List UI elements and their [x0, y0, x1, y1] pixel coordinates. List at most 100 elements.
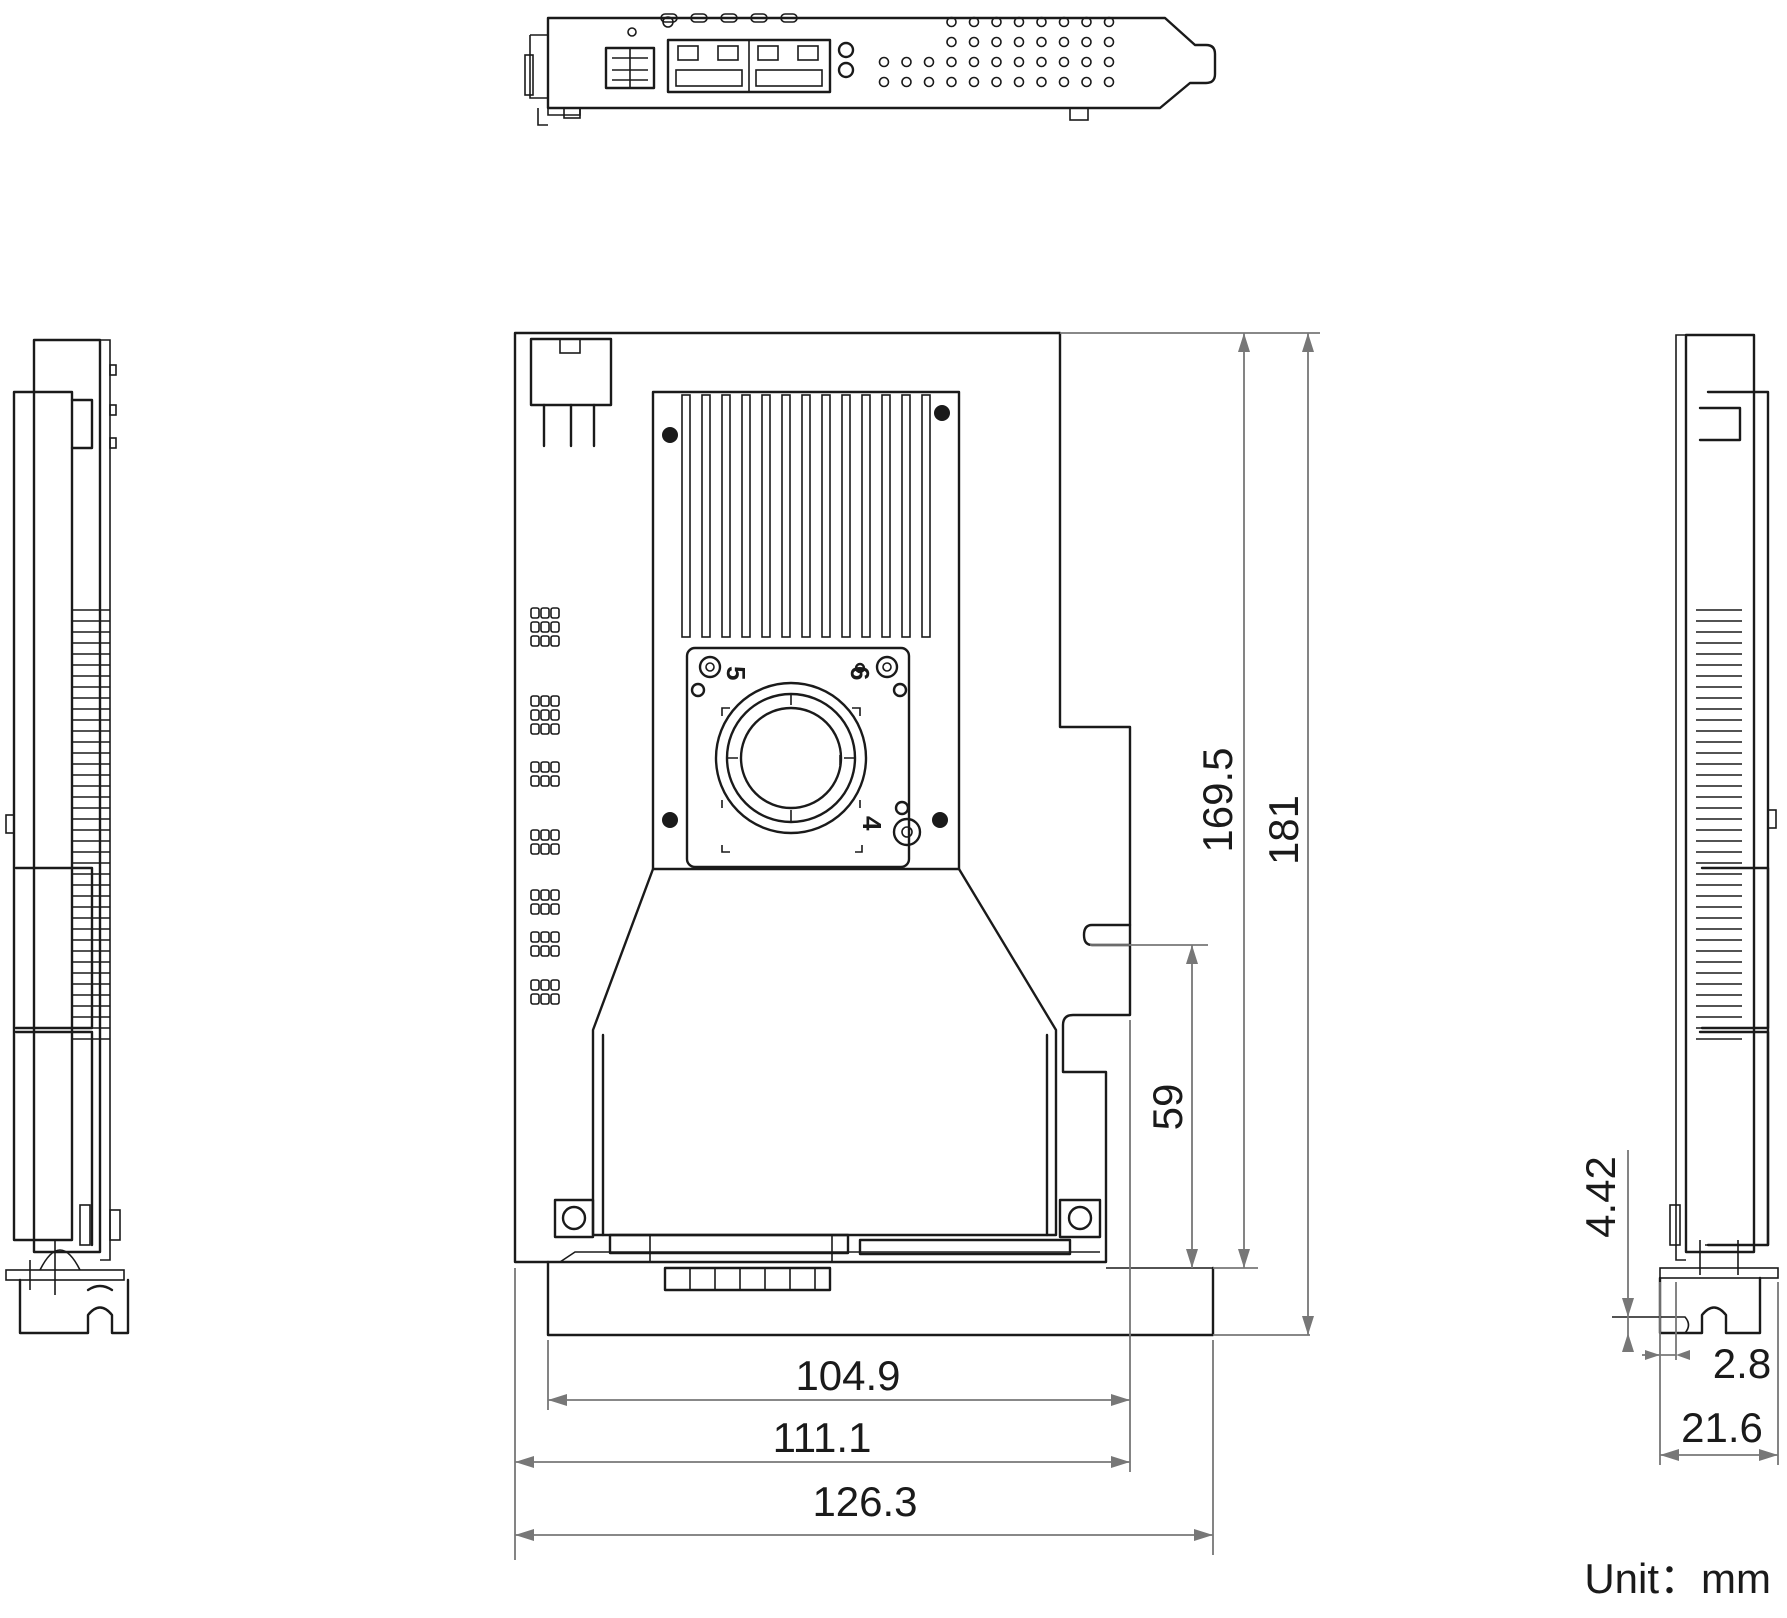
header-pin	[530, 903, 540, 915]
header-pin	[550, 761, 560, 773]
vent-hole	[1036, 56, 1047, 68]
header-pin	[550, 931, 560, 943]
header-pin	[540, 945, 550, 957]
fin	[921, 394, 931, 638]
header-pin	[540, 635, 550, 647]
header-pin	[530, 993, 540, 1005]
vent-hole	[878, 56, 890, 68]
header-pin	[540, 993, 550, 1005]
dimension-lines	[514, 332, 1779, 1560]
vent-hole	[968, 16, 980, 28]
header-pin	[530, 829, 540, 841]
left-pin-rows	[72, 609, 110, 1040]
header-pin	[550, 903, 560, 915]
pin-headers	[530, 607, 560, 1005]
vent-hole	[1103, 36, 1115, 48]
heatsink-fins	[681, 394, 931, 638]
header-pin	[540, 903, 550, 915]
right-side-view	[1612, 333, 1779, 1335]
fin	[721, 394, 731, 638]
vent-hole	[991, 76, 1002, 88]
header-pin	[550, 945, 560, 957]
header-pin	[550, 635, 560, 647]
header-pin	[540, 621, 550, 633]
fin	[881, 394, 891, 638]
header-pin	[550, 695, 560, 707]
vent-hole	[946, 76, 957, 88]
vent-hole	[1058, 16, 1070, 28]
header-pin	[540, 979, 550, 991]
dim-21-6: 21.6	[1681, 1404, 1763, 1451]
fin	[901, 394, 911, 638]
dim-126-3: 126.3	[812, 1478, 917, 1525]
vent-hole	[1081, 76, 1092, 88]
fin	[861, 394, 871, 638]
header-pin	[550, 621, 560, 633]
dim-111-1: 111.1	[773, 1414, 872, 1461]
fin	[681, 394, 691, 638]
vent-hole	[1058, 36, 1070, 48]
vent-hole	[1036, 16, 1047, 28]
vent-hole	[1036, 36, 1047, 48]
dim-2-8: 2.8	[1713, 1340, 1771, 1387]
header-pin	[530, 761, 540, 773]
header-pin	[530, 709, 540, 721]
fin	[761, 394, 771, 638]
vent-hole	[991, 16, 1002, 28]
header-pin	[540, 829, 550, 841]
vent-hole	[1013, 16, 1025, 28]
header-pin	[540, 723, 550, 735]
vent-hole	[1103, 56, 1115, 68]
header-pin	[540, 761, 550, 773]
vent-hole	[968, 56, 980, 68]
vent-hole	[1058, 56, 1070, 68]
top-view	[524, 13, 1217, 126]
dim-169-5: 169.5	[1194, 747, 1241, 852]
header-pin	[530, 607, 540, 619]
fin	[821, 394, 831, 638]
dim-181: 181	[1260, 795, 1307, 865]
header-pin	[530, 775, 540, 787]
header-pin	[550, 709, 560, 721]
vent-slot	[660, 13, 678, 23]
header-pin	[530, 621, 540, 633]
vent-hole	[1081, 56, 1092, 68]
vent-hole	[946, 36, 957, 48]
front-view: 5 6 4	[513, 331, 1215, 1337]
header-pin	[550, 607, 560, 619]
left-side-view	[5, 338, 130, 1335]
vent-hole	[1013, 76, 1025, 88]
header-pin	[540, 695, 550, 707]
header-pin	[530, 843, 540, 855]
dim-104-9: 104.9	[795, 1352, 900, 1399]
vent-hole	[1081, 16, 1092, 28]
header-pin	[550, 723, 560, 735]
vent-slot	[720, 13, 738, 23]
header-pin	[530, 889, 540, 901]
fin	[781, 394, 791, 638]
header-pin	[540, 843, 550, 855]
header-pin	[550, 775, 560, 787]
fin	[701, 394, 711, 638]
vent-holes	[660, 13, 1115, 88]
vent-hole	[1103, 76, 1115, 88]
vent-hole	[991, 56, 1002, 68]
header-pin	[540, 607, 550, 619]
vent-hole	[991, 36, 1002, 48]
vent-slot	[780, 13, 798, 23]
header-pin	[550, 843, 560, 855]
fin	[841, 394, 851, 638]
unit-label: Unit：mm	[1584, 1555, 1771, 1602]
vent-hole	[923, 56, 935, 68]
header-pin	[550, 993, 560, 1005]
header-pin	[530, 695, 540, 707]
fin	[741, 394, 751, 638]
header-pin	[540, 931, 550, 943]
header-pin	[530, 635, 540, 647]
vent-slot	[690, 13, 708, 23]
header-pin	[530, 931, 540, 943]
vent-hole	[1103, 16, 1115, 28]
fin	[801, 394, 811, 638]
header-pin	[550, 829, 560, 841]
vent-hole	[946, 56, 957, 68]
